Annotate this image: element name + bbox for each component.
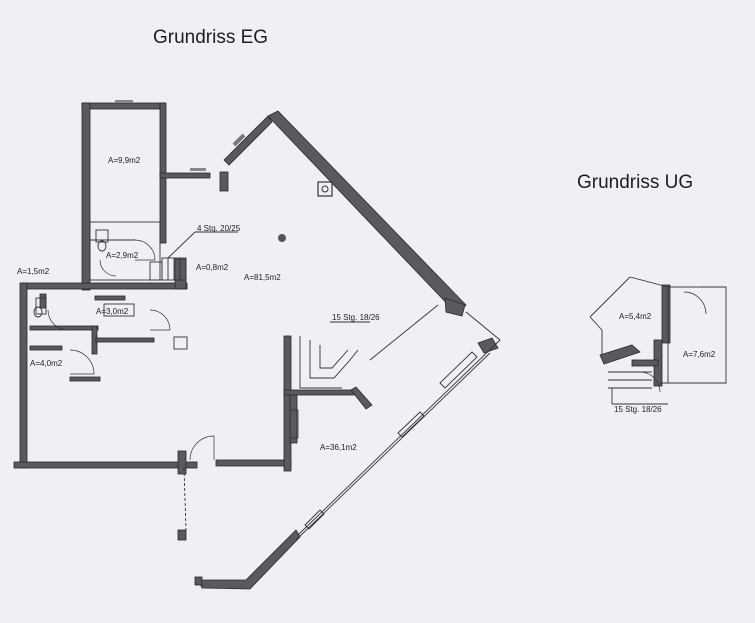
label-room-1-5: A=1,5m2: [17, 267, 50, 276]
label-room-9-9: A=9,9m2: [108, 156, 141, 165]
walls-ug: [589, 276, 727, 405]
label-room-36-1: A=36,1m2: [320, 443, 357, 452]
label-stairs-4: 4 Stg. 20/25: [197, 224, 241, 233]
label-room-7-6: A=7,6m2: [683, 350, 716, 359]
label-room-81-5: A=81,5m2: [244, 273, 281, 282]
thin-lines-eg: [33, 100, 501, 541]
label-stairs-15-eg: 15 Stg. 18/26: [332, 313, 380, 322]
title-grundriss-ug: Grundriss UG: [577, 172, 694, 193]
label-room-0-8: A=0,8m2: [196, 263, 229, 272]
label-room-2-9: A=2,9m2: [106, 251, 139, 260]
walls-eg: [13, 102, 499, 590]
label-room-3-0: A=3,0m2: [96, 307, 129, 316]
doors-eg: [47, 239, 215, 461]
title-grundriss-eg: Grundriss EG: [153, 27, 269, 48]
label-stairs-15-ug: 15 Stg. 18/26: [614, 405, 662, 414]
label-room-5-4: A=5,4m2: [619, 312, 652, 321]
label-room-4-0: A=4,0m2: [30, 359, 63, 368]
